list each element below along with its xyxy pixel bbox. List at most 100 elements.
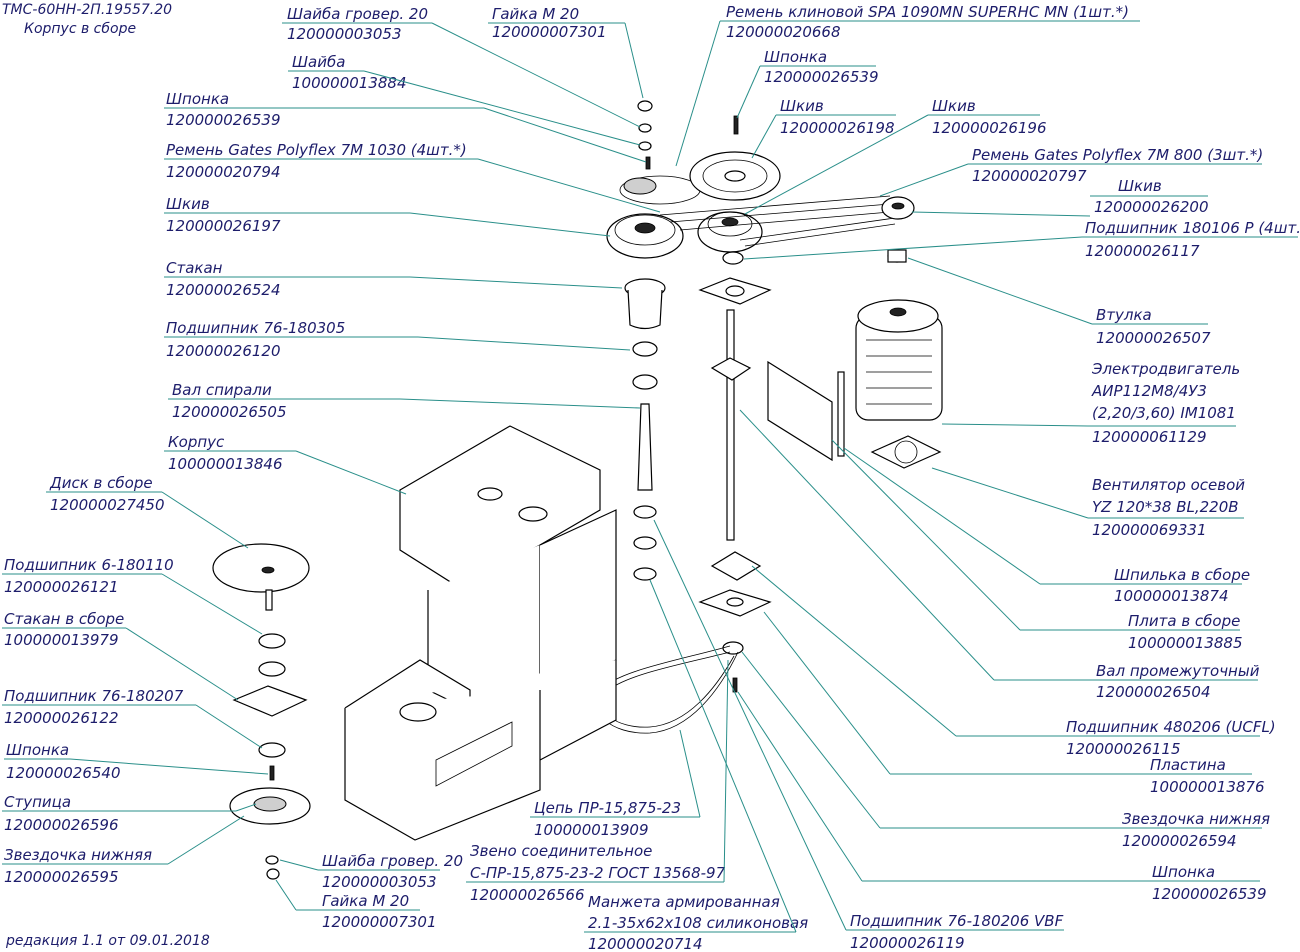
callout-label-c30: Пластина <box>1150 756 1226 774</box>
leader-c15 <box>907 257 1093 325</box>
callout-label-c14: Стакан <box>166 259 223 277</box>
callout-code-c03: 120000020668 <box>726 23 841 41</box>
leader-c05 <box>483 107 647 163</box>
leader-c16 <box>417 336 631 351</box>
callout-code-c17: 120000061129 <box>1092 428 1207 446</box>
nut-m20-top <box>637 100 653 112</box>
leader-c22 <box>843 447 1041 585</box>
callout-code-c31: 120000026596 <box>4 816 119 834</box>
spiral-shaft <box>637 403 653 491</box>
plate-assembly <box>767 360 833 462</box>
callout-label-c28: Подшипник 480206 (UCFL) <box>1066 718 1276 736</box>
leader-c35 <box>723 659 729 883</box>
callout-code-c12: 120000026200 <box>1094 198 1209 216</box>
callout-label-c25: Стакан в сборе <box>4 610 124 628</box>
bearing-180207 <box>258 742 286 758</box>
bearing-180106 <box>722 251 744 265</box>
leader-c40 <box>653 519 847 931</box>
leader-c07 <box>751 114 777 159</box>
housing-top-box <box>399 425 601 589</box>
pulley-cylinder <box>623 177 657 195</box>
callout-label-c13: Подшипник 180106 Р (4шт.*) <box>1085 219 1300 237</box>
callout-code-c38: 120000007301 <box>322 913 437 931</box>
callout-code-c40: 120000026119 <box>850 934 965 952</box>
leader-c28 <box>751 565 957 737</box>
callout-label-c36: Шайба гровер. 20 <box>322 852 463 870</box>
callout-code-c01: 120000003053 <box>287 25 402 43</box>
bearing-180305 <box>632 341 658 357</box>
callout-label-c24: Плита в сборе <box>1128 612 1240 630</box>
callout-label-c03: Ремень клиновой SPA 1090MN SUPERHC MN (1… <box>726 3 1129 21</box>
drawing-title: Корпус в сборе <box>24 21 136 37</box>
callout-label-c26: Вал промежуточный <box>1096 662 1260 680</box>
disk-assembly-center <box>261 566 275 574</box>
callout-code-c09: 120000020794 <box>166 163 281 181</box>
callout-label-c40: Подшипник 76-180206 VBF <box>850 912 1064 930</box>
leader-c18 <box>399 398 641 409</box>
callout-code-c22: 100000013874 <box>1114 587 1229 605</box>
cuff-35x62 <box>633 567 657 581</box>
leader-c19 <box>295 450 407 495</box>
disk-assembly-pin <box>265 589 273 611</box>
callout-code-c28: 120000026115 <box>1066 740 1181 758</box>
leader-c38 <box>275 879 297 911</box>
leader-c37 <box>737 691 863 882</box>
bearing-180206-a <box>633 505 657 519</box>
chain-inner <box>601 651 735 728</box>
callout-code-c13: 120000026117 <box>1085 242 1200 260</box>
leader-c25 <box>125 627 239 701</box>
bearing-180206-b <box>633 536 657 550</box>
leader-c36 <box>279 859 319 871</box>
callout-label-c33: Звездочка нижняя <box>1122 810 1270 828</box>
pulley-26197-bore <box>634 222 656 234</box>
callout-label-c35: Звено соединительное <box>470 842 652 860</box>
callout-code-c37: 120000026539 <box>1152 885 1267 903</box>
callout-label-c17: Электродвигатель <box>1091 360 1240 378</box>
callout-label-c05: Шпонка <box>166 90 229 108</box>
pulley-26198-bore <box>724 170 746 182</box>
sleeve-26524-body <box>627 289 663 330</box>
key-lower-left <box>269 765 275 781</box>
pulley-26196-bore <box>721 217 739 227</box>
chain-pr-15875 <box>595 645 739 734</box>
key-top-right <box>733 115 739 135</box>
leader-c13 <box>743 236 1083 260</box>
sleeve-assembly-ring <box>258 661 286 677</box>
lock-washer-top <box>638 123 652 133</box>
leader-c14 <box>409 276 623 289</box>
shaft-flange-top <box>710 357 752 381</box>
leader-c32 <box>679 729 701 818</box>
callout-code-c34: 120000026595 <box>4 868 119 886</box>
leader-c06 <box>736 65 761 119</box>
callout-label-c08: Шкив <box>932 97 976 115</box>
stud-assembly <box>837 371 845 457</box>
callout-label-c38: Гайка М 20 <box>322 892 409 910</box>
callout-code-c21: 120000027450 <box>50 496 165 514</box>
leader-c08 <box>744 114 929 215</box>
callout-code-c19: 100000013846 <box>168 455 283 473</box>
callout-code-c15: 120000026507 <box>1096 329 1211 347</box>
bearing-ucfl <box>710 551 762 581</box>
callout-code-c11: 120000026197 <box>166 217 281 235</box>
leader-c24 <box>831 439 1021 631</box>
leader-c10 <box>879 163 969 197</box>
callout-spec-c35: С-ПР-15,875-23-2 ГОСТ 13568-97 <box>470 864 726 882</box>
leader-c09 <box>477 158 661 213</box>
callout-code-c23: 120000026121 <box>4 578 119 596</box>
callout-code-c24: 100000013885 <box>1128 634 1243 652</box>
callout-label-c10: Ремень Gates Polyflex 7M 800 (3шт.*) <box>972 146 1263 164</box>
leader-c04 <box>363 70 641 146</box>
callout-code-c05: 120000026539 <box>166 111 281 129</box>
lock-washer-bottom <box>265 855 279 865</box>
housing-base-front <box>344 690 541 841</box>
callout-label-c29: Шпонка <box>6 741 69 759</box>
revision-note: редакция 1.1 от 09.01.2018 <box>5 933 210 949</box>
bushing-body <box>887 249 907 263</box>
callout-label-c27: Подшипник 76-180207 <box>4 687 184 705</box>
leader-c39 <box>649 579 797 933</box>
callout-label-c04: Шайба <box>292 53 345 71</box>
callout-code-c10: 120000020797 <box>972 167 1087 185</box>
drawing-code: ТМС-60НН-2П.19557.20 <box>2 2 172 18</box>
